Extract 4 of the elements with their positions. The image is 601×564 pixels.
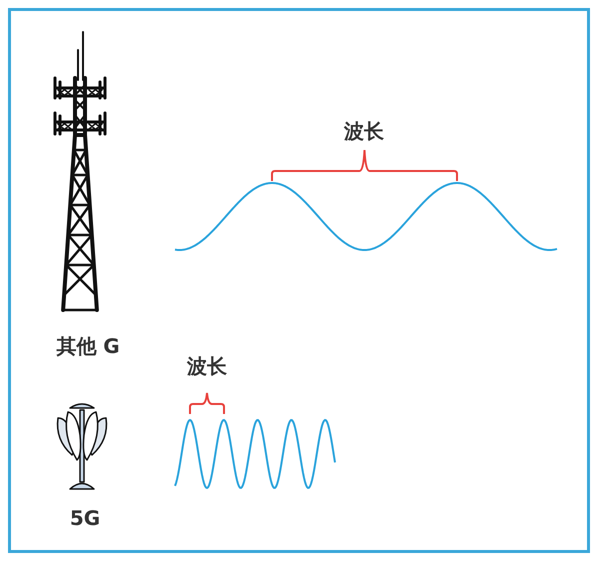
antenna-label: 5G: [70, 506, 100, 530]
antenna-label: 其他 G: [56, 333, 120, 360]
wavelength-label: 波长: [187, 353, 227, 380]
wavelength-label: 波长: [344, 118, 384, 145]
